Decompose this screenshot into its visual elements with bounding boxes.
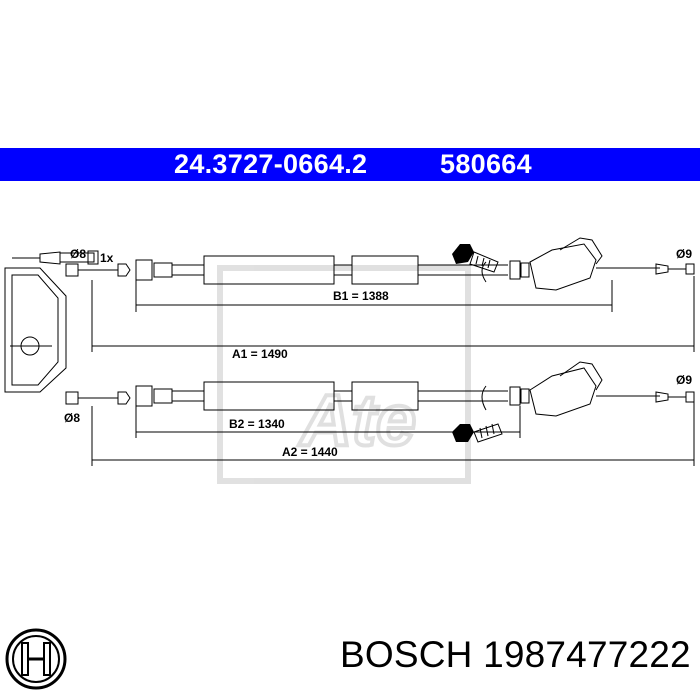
dimension-b1: B1 = 1388 [333,289,389,303]
dimension-a2: A2 = 1440 [282,445,338,459]
lower-cable [65,361,695,417]
ate-watermark: Ate [217,265,471,484]
bosch-armature-logo-icon [5,628,67,690]
upper-left-diameter: Ø8 [70,247,86,261]
brand-part-label: BOSCH 1987477222 [340,634,691,676]
accessory-clip-icon [12,250,99,265]
lower-clip-icon [452,423,503,443]
mounting-bracket-icon [4,267,67,393]
accessory-quantity: 1x [100,251,114,265]
upper-right-diameter: Ø9 [676,247,692,261]
upper-dimension-lines [91,276,695,352]
upper-clip-icon [452,244,499,273]
dimension-b2: B2 = 1340 [229,417,285,431]
lower-right-diameter: Ø9 [676,373,692,387]
lower-left-diameter: Ø8 [64,411,80,425]
brand-name: BOSCH [340,634,473,675]
footer: BOSCH 1987477222 [0,610,700,690]
watermark-text: Ate [298,381,416,461]
part-number: 24.3727-0664.2 [174,149,368,179]
upper-cable [65,237,695,291]
brand-number: 1987477222 [483,634,691,675]
reference-number: 580664 [440,149,532,179]
dimension-a1: A1 = 1490 [232,347,288,361]
title-banner: 24.3727-0664.2 580664 [0,148,700,181]
lower-dimension-lines [91,402,695,466]
